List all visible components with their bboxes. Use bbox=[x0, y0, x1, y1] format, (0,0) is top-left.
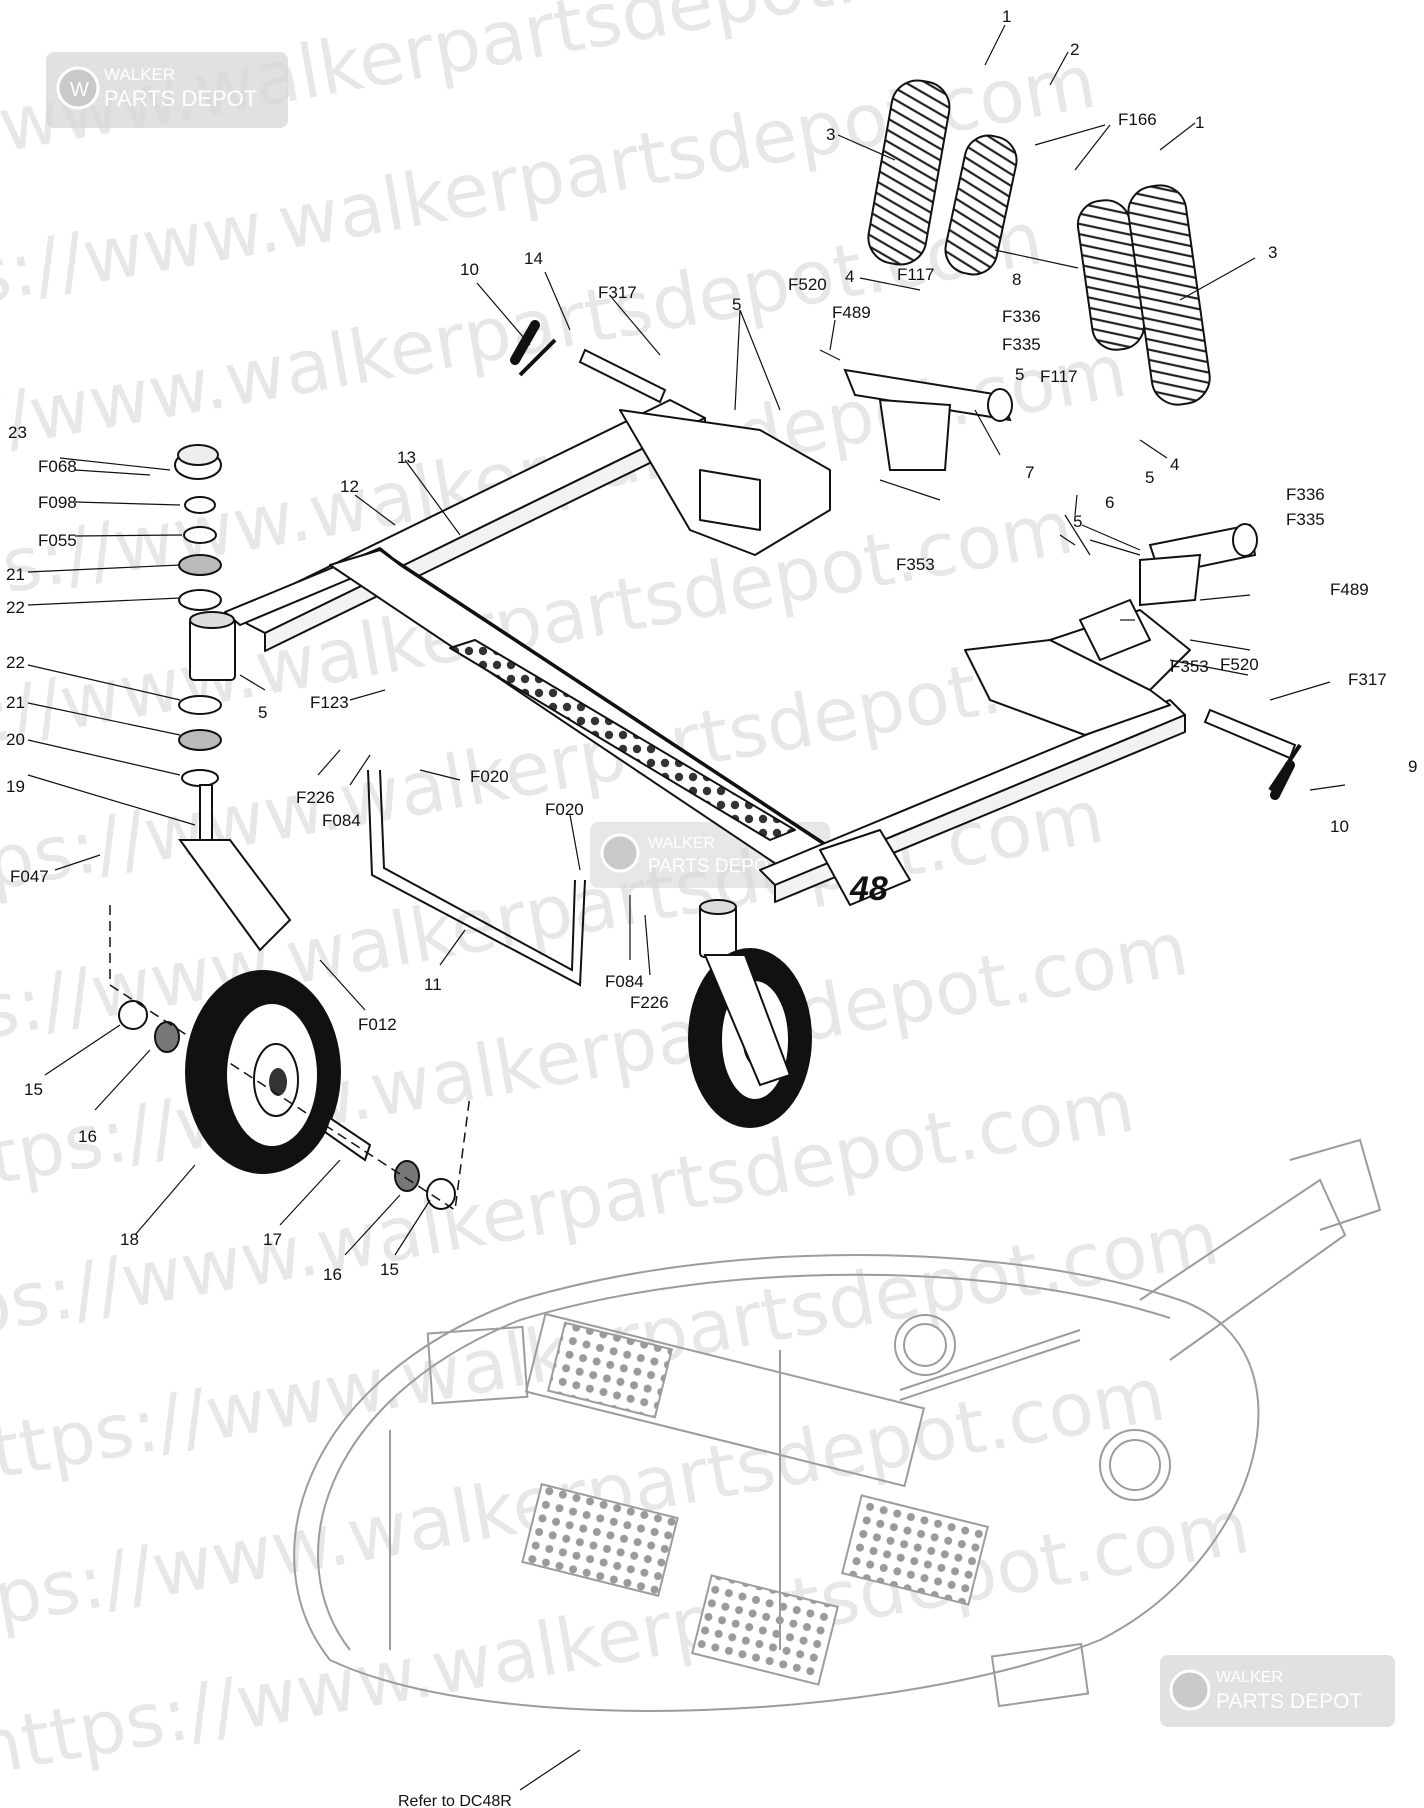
walker-parts-depot-logo: W WALKER PARTS DEPOT bbox=[46, 52, 288, 128]
callout: 10 bbox=[460, 260, 479, 279]
callout: 10 bbox=[1330, 817, 1349, 836]
callout: F520 bbox=[788, 275, 827, 294]
callout: F336 bbox=[1286, 485, 1325, 504]
callout: F020 bbox=[470, 767, 509, 786]
callout: F353 bbox=[1170, 657, 1209, 676]
callout: 5 bbox=[1073, 512, 1082, 531]
leader-lines bbox=[27, 24, 1346, 1791]
logo-mark-icon: W bbox=[70, 79, 89, 101]
deck-size-badge: 48 bbox=[849, 870, 888, 908]
callout: F520 bbox=[1220, 655, 1259, 674]
svg-text:WALKER: WALKER bbox=[648, 835, 715, 852]
callout: F098 bbox=[38, 493, 77, 512]
svg-text:PARTS DEPOT: PARTS DEPOT bbox=[648, 856, 781, 877]
callout: F335 bbox=[1002, 335, 1041, 354]
callout: F166 bbox=[1118, 110, 1157, 129]
main-frame bbox=[189, 399, 1191, 958]
callout: 14 bbox=[524, 249, 543, 268]
callout-labels: 1 2 3 F166 1 3 F117 8 4 F520 F489 F336 F… bbox=[6, 7, 1417, 1284]
svg-text:PARTS DEPOT: PARTS DEPOT bbox=[1216, 1690, 1362, 1713]
callout: 11 bbox=[424, 975, 442, 994]
callout: 9 bbox=[1408, 757, 1417, 776]
callout: 1 bbox=[1002, 7, 1011, 26]
callout: 3 bbox=[826, 125, 835, 144]
svg-text:WALKER: WALKER bbox=[1216, 1669, 1283, 1686]
svg-text:PARTS DEPOT: PARTS DEPOT bbox=[104, 86, 257, 111]
callout: F084 bbox=[322, 811, 361, 830]
callout: F117 bbox=[897, 265, 935, 284]
front-caster-wheel bbox=[688, 948, 812, 1128]
callout: 16 bbox=[78, 1127, 97, 1146]
callout: 23 bbox=[8, 423, 27, 442]
callout: F353 bbox=[896, 555, 935, 574]
callout: 17 bbox=[263, 1230, 282, 1249]
callout: 22 bbox=[6, 653, 25, 672]
callout: F226 bbox=[630, 993, 669, 1012]
callout: 13 bbox=[397, 448, 416, 467]
svg-text:WALKER: WALKER bbox=[104, 65, 175, 84]
callout: F084 bbox=[605, 972, 644, 991]
callout: 3 bbox=[1268, 243, 1277, 262]
callout: 5 bbox=[258, 703, 267, 722]
callout: 18 bbox=[120, 1230, 139, 1249]
lock-pins bbox=[510, 320, 1302, 800]
callout: 7 bbox=[1025, 463, 1034, 482]
callout: F123 bbox=[310, 693, 349, 712]
reference-note: Refer to DC48R bbox=[398, 1793, 512, 1808]
callout: F068 bbox=[38, 457, 77, 476]
callout: F117 bbox=[1040, 367, 1078, 386]
pivot-brackets bbox=[843, 368, 1258, 607]
callout: 12 bbox=[340, 477, 359, 496]
callout: 5 bbox=[1145, 468, 1154, 487]
callout: F020 bbox=[545, 800, 584, 819]
callout: 22 bbox=[6, 598, 25, 617]
carry-bar bbox=[367, 769, 586, 987]
callout: 16 bbox=[323, 1265, 342, 1284]
callout: 21 bbox=[6, 565, 25, 584]
callout: 15 bbox=[380, 1260, 399, 1279]
callout: 4 bbox=[1170, 455, 1179, 474]
callout: 1 bbox=[1195, 113, 1204, 132]
callout: 4 bbox=[845, 267, 854, 286]
callout: 5 bbox=[732, 295, 741, 314]
callout: F226 bbox=[296, 788, 335, 807]
callout: F336 bbox=[1002, 307, 1041, 326]
callout: F317 bbox=[598, 283, 637, 302]
callout: F047 bbox=[10, 867, 49, 886]
callout: 21 bbox=[6, 693, 25, 712]
walker-parts-depot-logo: WALKER PARTS DEPOT bbox=[1160, 1655, 1395, 1727]
callout: 19 bbox=[6, 777, 25, 796]
callout: F055 bbox=[38, 531, 77, 550]
callout: 2 bbox=[1070, 40, 1079, 59]
callout: 6 bbox=[1105, 493, 1114, 512]
callout: F489 bbox=[1330, 580, 1369, 599]
callout: F335 bbox=[1286, 510, 1325, 529]
callout: 8 bbox=[1012, 270, 1021, 289]
callout: F012 bbox=[358, 1015, 397, 1034]
callout: 5 bbox=[1015, 365, 1024, 384]
callout: F489 bbox=[832, 303, 871, 322]
caster-bearing-stack bbox=[174, 444, 292, 952]
callout: 20 bbox=[6, 730, 25, 749]
mower-deck-background bbox=[293, 1138, 1382, 1712]
callout: 15 bbox=[24, 1080, 43, 1099]
callout: F317 bbox=[1348, 670, 1387, 689]
lift-springs bbox=[867, 79, 1211, 406]
left-wheel bbox=[109, 905, 471, 1212]
